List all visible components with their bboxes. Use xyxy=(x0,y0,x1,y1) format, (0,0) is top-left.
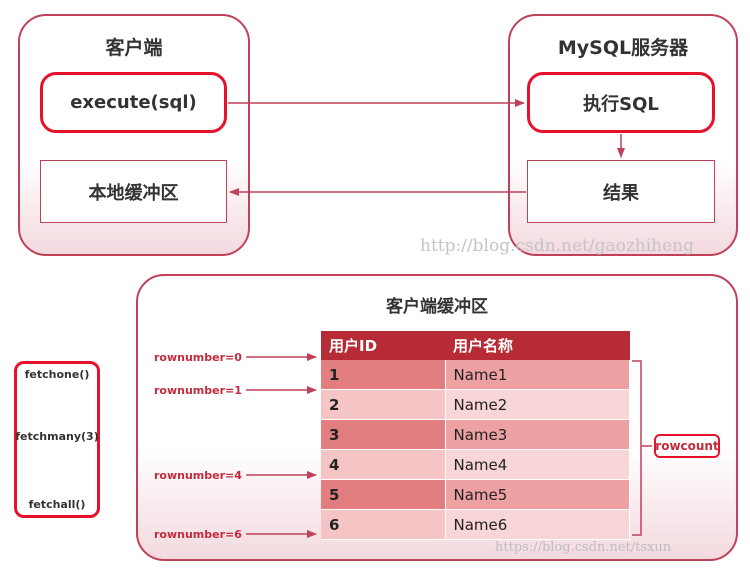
client-title: 客户端 xyxy=(105,37,163,59)
buffer-table: 用户ID 用户名称 1 Name1 2 Name2 3 Name3 4 Name… xyxy=(321,331,630,540)
fetchmany-method: fetchmany(3) xyxy=(15,430,99,443)
table-row: 5 Name5 xyxy=(321,479,630,510)
header-user-name: 用户名称 xyxy=(445,331,630,360)
rownumber-6-label: rownumber=6 xyxy=(154,528,242,541)
cell-name: Name1 xyxy=(445,360,630,390)
cell-id: 1 xyxy=(321,360,446,390)
rowcount-label: rowcount xyxy=(654,434,720,458)
cell-id: 2 xyxy=(321,389,446,420)
result-node: 结果 xyxy=(527,160,715,223)
cell-id: 6 xyxy=(321,509,446,540)
table-row: 2 Name2 xyxy=(321,389,630,420)
bottom-watermark: https://blog.csdn.net/tsxun xyxy=(495,540,672,555)
table-header-row: 用户ID 用户名称 xyxy=(321,331,630,360)
execute-sql-node: execute(sql) xyxy=(40,72,227,133)
rownumber-0-label: rownumber=0 xyxy=(154,351,242,364)
table-row: 6 Name6 xyxy=(321,509,630,540)
rownumber-1-label: rownumber=1 xyxy=(154,384,242,397)
cell-name: Name6 xyxy=(445,509,630,540)
cell-name: Name3 xyxy=(445,419,630,450)
table-row: 4 Name4 xyxy=(321,449,630,480)
local-buffer-node: 本地缓冲区 xyxy=(40,160,227,223)
cell-id: 3 xyxy=(321,419,446,450)
fetchone-method: fetchone() xyxy=(24,368,90,381)
client-buffer-title: 客户端缓冲区 xyxy=(386,297,488,317)
server-title: MySQL服务器 xyxy=(557,37,689,59)
cell-name: Name4 xyxy=(445,449,630,480)
table-row: 1 Name1 xyxy=(321,360,630,390)
buffer-table-wrap: 用户ID 用户名称 1 Name1 2 Name2 3 Name3 4 Name… xyxy=(321,331,630,540)
cell-name: Name5 xyxy=(445,479,630,510)
table-row: 3 Name3 xyxy=(321,419,630,450)
header-user-id: 用户ID xyxy=(321,331,445,360)
top-watermark: http://blog.csdn.net/gaozhiheng xyxy=(420,236,695,256)
fetch-methods-box xyxy=(14,361,100,518)
rownumber-4-label: rownumber=4 xyxy=(154,469,242,482)
fetchall-method: fetchall() xyxy=(28,498,86,511)
cell-id: 5 xyxy=(321,479,446,510)
rowcount-bracket xyxy=(632,360,652,536)
cell-id: 4 xyxy=(321,449,446,480)
cell-name: Name2 xyxy=(445,389,630,420)
exec-sql-node: 执行SQL xyxy=(527,72,715,133)
